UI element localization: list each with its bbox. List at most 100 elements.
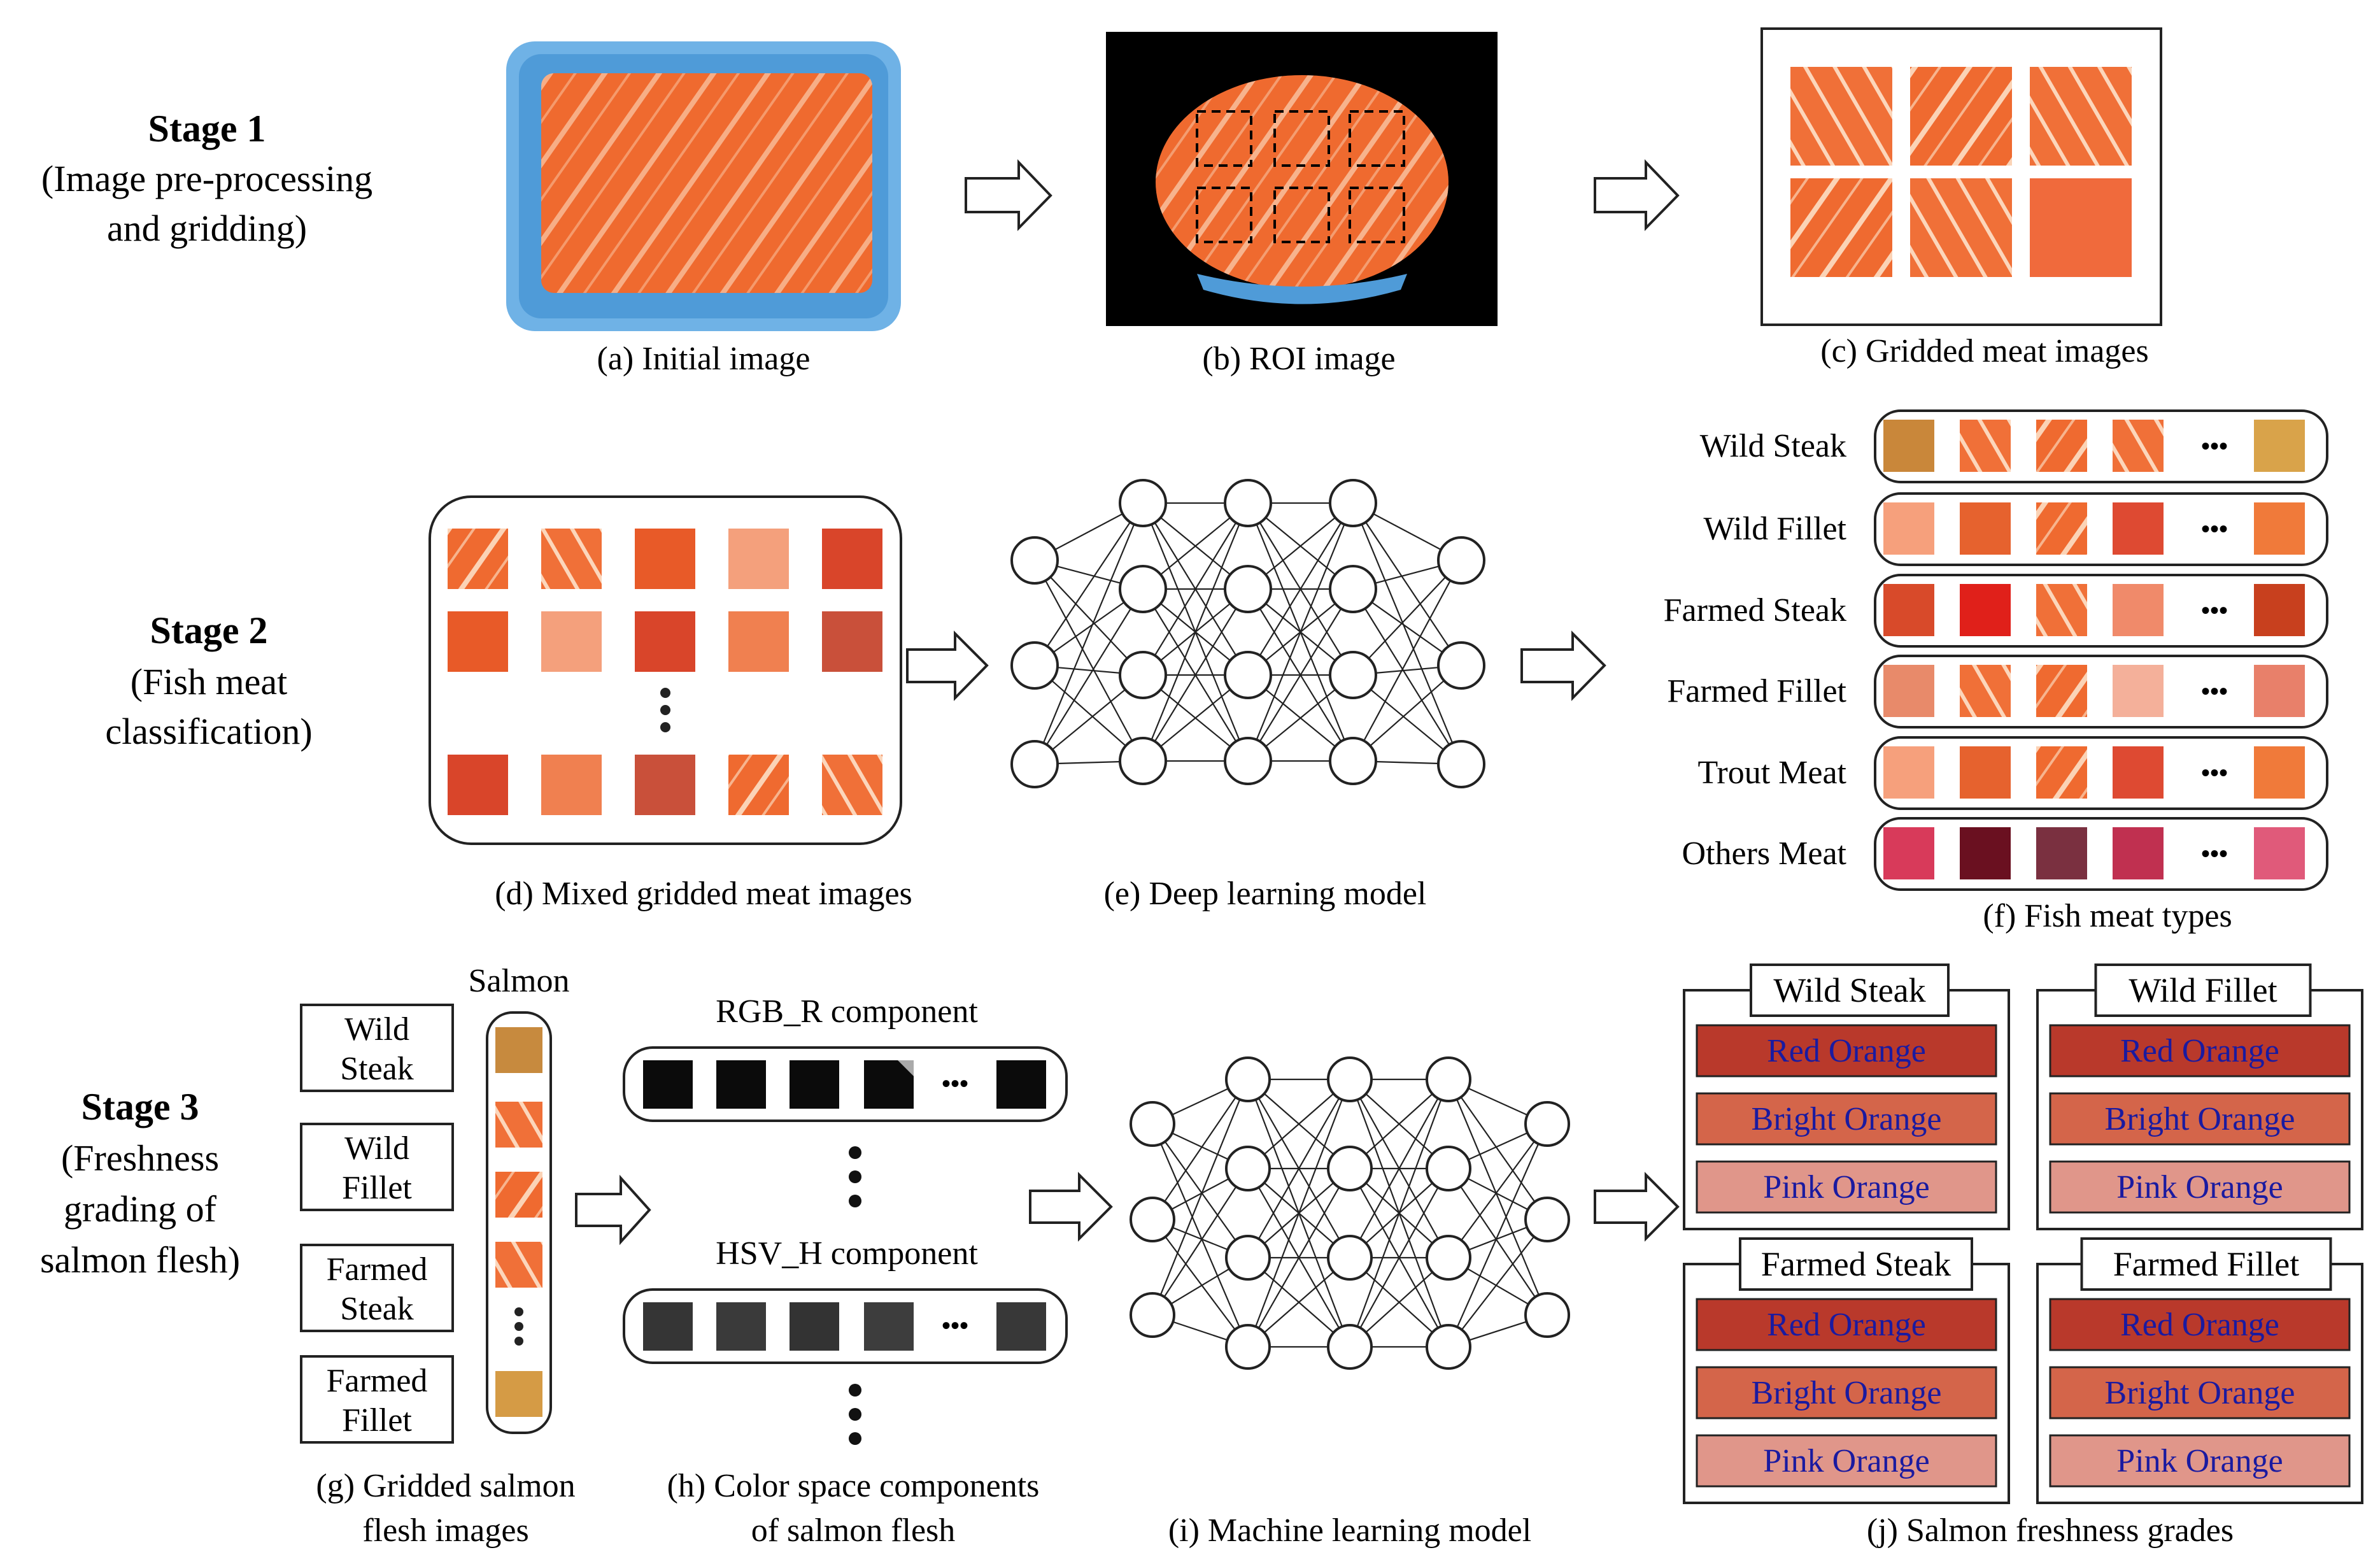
meat-tile — [2113, 746, 2164, 799]
meat-tile — [2036, 827, 2087, 879]
meat-tile — [541, 611, 602, 672]
grade-bar — [2049, 1024, 2351, 1077]
network-node — [1426, 1056, 1471, 1102]
stage-1-desc-line1: (Image pre-processing — [41, 158, 372, 199]
stage-2-desc-line1: (Fish meat — [131, 661, 287, 702]
network-node — [1437, 641, 1485, 690]
rgb-component-strip: ••• — [623, 1046, 1068, 1122]
grade-bar — [2049, 1366, 2351, 1419]
caption-i: (i) Machine learning model — [1168, 1512, 1531, 1549]
salmon-type-boxes: WildSteakWildFilletFarmedSteakFarmedFill… — [300, 1004, 454, 1444]
meat-tile — [1883, 584, 1934, 636]
salmon-type-label: Steak — [340, 1051, 414, 1087]
ellipsis-text: ••• — [2201, 839, 2228, 868]
fish-type-label: Wild Fillet — [1703, 511, 1846, 547]
salmon-type-label: Wild — [344, 1130, 409, 1167]
grade-bar — [1696, 1298, 1997, 1351]
meat-tile — [1960, 502, 2011, 555]
fish-type-label: Wild Steak — [1700, 428, 1846, 464]
network-node — [1119, 651, 1167, 699]
meat-tile — [448, 611, 508, 672]
salmon-type-box — [300, 1004, 454, 1092]
meat-tile — [635, 611, 695, 672]
meat-tile — [1960, 420, 2011, 472]
network-node — [1426, 1324, 1471, 1370]
grade-panel-title-box — [2080, 1237, 2332, 1291]
network-node — [1524, 1292, 1570, 1338]
network-node — [1437, 740, 1485, 788]
grade-label: Red Orange — [2120, 1033, 2279, 1069]
caption-g-line2: flesh images — [362, 1512, 528, 1549]
meat-tile — [2036, 746, 2087, 799]
network-node — [1225, 1235, 1271, 1281]
grade-bar — [2049, 1160, 2351, 1214]
meat-tile — [635, 529, 695, 589]
grade-label: Pink Orange — [2116, 1443, 2283, 1479]
network-node — [1327, 1146, 1373, 1191]
rgb-ellipsis: ••• — [942, 1069, 968, 1098]
grade-bar — [1696, 1160, 1997, 1214]
grade-label: Red Orange — [2120, 1307, 2279, 1343]
network-node — [1224, 565, 1272, 613]
grade-label: Bright Orange — [2105, 1101, 2295, 1137]
network-node — [1130, 1101, 1175, 1147]
meat-tile — [1883, 746, 1934, 799]
network-node — [1130, 1292, 1175, 1338]
meat-tile — [1883, 420, 1934, 472]
network-node — [1224, 651, 1272, 699]
network-node — [1327, 1056, 1373, 1102]
salmon-column — [486, 1011, 552, 1434]
machine-learning-network — [1130, 1056, 1570, 1370]
arrow-d-to-e — [906, 630, 989, 701]
meat-tile — [2254, 746, 2305, 799]
grade-panel-title: Farmed Steak — [1761, 1245, 1951, 1283]
arrow-a-to-b — [965, 159, 1052, 231]
grade-label: Red Orange — [1767, 1033, 1926, 1069]
arrow-i-to-j — [1594, 1172, 1680, 1242]
meat-tile — [1960, 584, 2011, 636]
ellipsis-text: ••• — [2201, 596, 2228, 625]
deep-learning-network — [1010, 479, 1485, 788]
rgb-component-label: RGB_R component — [716, 993, 978, 1030]
stage-3-desc-line3: salmon flesh) — [40, 1239, 240, 1281]
stage-3-title: Stage 3 — [81, 1086, 199, 1128]
network-node — [1010, 641, 1059, 690]
grade-label: Bright Orange — [2105, 1375, 2295, 1411]
meat-tile — [2036, 502, 2087, 555]
network-node — [1329, 737, 1377, 785]
ellipsis-text: ••• — [2201, 515, 2228, 543]
meat-tile — [728, 755, 789, 815]
network-node — [1426, 1146, 1471, 1191]
meat-tile — [1960, 665, 2011, 717]
arrow-g-to-h — [575, 1174, 651, 1246]
ellipsis-text: ••• — [2201, 758, 2228, 787]
initial-image — [506, 41, 901, 331]
meat-tile — [2113, 502, 2164, 555]
grade-panel-title-box — [1739, 1237, 1973, 1291]
meat-tile — [635, 755, 695, 815]
salmon-column-title: Salmon — [469, 963, 570, 999]
network-node — [1119, 479, 1167, 527]
salmon-type-label: Steak — [340, 1291, 414, 1327]
meat-tile — [1960, 746, 2011, 799]
stage-2-desc-line2: classification) — [105, 711, 312, 752]
roi-image — [1106, 32, 1498, 326]
caption-j: (j) Salmon freshness grades — [1867, 1512, 2234, 1549]
network-node — [1327, 1235, 1373, 1281]
meat-tile — [541, 755, 602, 815]
caption-c: (c) Gridded meat images — [1820, 333, 2148, 369]
hsv-component-strip: ••• — [623, 1288, 1068, 1364]
network-node — [1524, 1101, 1570, 1147]
caption-d: (d) Mixed gridded meat images — [495, 876, 912, 912]
network-node — [1130, 1197, 1175, 1242]
grade-bar — [2049, 1298, 2351, 1351]
grade-panel-title: Farmed Fillet — [2113, 1245, 2299, 1283]
grade-label: Pink Orange — [1763, 1169, 1929, 1205]
grade-bar — [1696, 1092, 1997, 1146]
fish-meat-types: Wild Steak•••Wild Fillet•••Farmed Steak•… — [1664, 409, 2328, 891]
grade-panel-title: Wild Steak — [1773, 971, 1925, 1009]
salmon-type-label: Fillet — [342, 1170, 412, 1206]
arrow-b-to-c — [1594, 159, 1680, 231]
